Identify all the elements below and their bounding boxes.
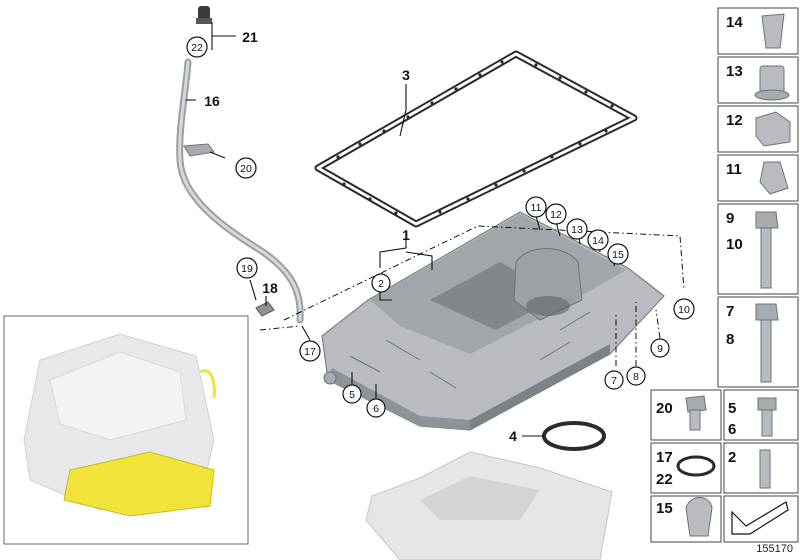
tube-clip xyxy=(255,301,275,317)
svg-text:2: 2 xyxy=(378,278,384,290)
svg-text:8: 8 xyxy=(633,371,639,383)
svg-text:22: 22 xyxy=(191,42,203,54)
callout-2: 2 xyxy=(371,273,391,293)
svg-text:17: 17 xyxy=(304,346,316,358)
svg-text:5: 5 xyxy=(349,389,355,401)
callout-9: 9 xyxy=(650,338,670,358)
callout-14: 14 xyxy=(587,229,609,251)
callout-5: 5 xyxy=(342,384,362,404)
svg-text:7: 7 xyxy=(726,303,734,320)
svg-text:20: 20 xyxy=(240,163,252,175)
callout-16: 16 xyxy=(204,93,220,109)
svg-text:2: 2 xyxy=(728,449,736,466)
legend-panel-14: 14 xyxy=(717,7,799,55)
callout-15: 15 xyxy=(607,243,629,265)
callout-8: 8 xyxy=(626,366,646,386)
svg-text:12: 12 xyxy=(726,112,743,129)
callout-3: 3 xyxy=(402,67,410,83)
svg-text:10: 10 xyxy=(678,304,690,316)
legend-panel-15: 15 xyxy=(650,495,722,543)
svg-text:15: 15 xyxy=(656,500,673,517)
callout-17: 17 xyxy=(299,340,321,362)
legend-panel-7-8: 7 8 xyxy=(717,296,799,388)
svg-text:14: 14 xyxy=(726,14,743,31)
legend-panel-12: 12 xyxy=(717,105,799,153)
callout-12: 12 xyxy=(545,203,567,225)
callout-4: 4 xyxy=(509,428,517,444)
legend-panel-2: 2 xyxy=(723,442,799,494)
svg-text:19: 19 xyxy=(241,263,253,275)
svg-text:13: 13 xyxy=(726,63,743,80)
svg-text:16: 16 xyxy=(204,93,220,109)
svg-text:11: 11 xyxy=(726,161,742,178)
svg-text:13: 13 xyxy=(571,224,583,236)
legend-panel-17-22: 17 22 xyxy=(650,442,722,494)
o-ring xyxy=(542,421,606,451)
svg-text:11: 11 xyxy=(531,202,542,214)
svg-text:5: 5 xyxy=(728,400,736,417)
callout-21: 21 xyxy=(242,29,258,45)
callout-22: 22 xyxy=(186,36,208,58)
svg-text:18: 18 xyxy=(262,280,278,296)
svg-text:9: 9 xyxy=(657,343,663,355)
svg-text:7: 7 xyxy=(611,375,617,387)
dipstick-handle xyxy=(196,6,212,24)
image-id: 155170 xyxy=(756,543,793,555)
svg-text:20: 20 xyxy=(656,400,673,417)
tube-bracket xyxy=(183,143,215,157)
svg-text:1: 1 xyxy=(402,227,410,243)
legend-panel-9-10: 9 10 xyxy=(717,203,799,295)
callout-20: 20 xyxy=(235,157,257,179)
callout-10: 10 xyxy=(673,298,695,320)
svg-text:6: 6 xyxy=(728,421,736,438)
svg-text:6: 6 xyxy=(373,403,379,415)
arrow-icon xyxy=(731,501,789,535)
dipstick-guide-tube xyxy=(176,58,304,324)
svg-text:14: 14 xyxy=(592,235,604,247)
callout-18: 18 xyxy=(262,280,278,296)
svg-text:3: 3 xyxy=(402,67,410,83)
svg-text:17: 17 xyxy=(656,449,673,466)
callout-7: 7 xyxy=(604,370,624,390)
svg-text:4: 4 xyxy=(509,428,517,444)
engine-inset xyxy=(3,315,249,545)
callout-11: 11 xyxy=(525,196,547,218)
lower-cover xyxy=(365,451,613,560)
callout-19: 19 xyxy=(236,257,258,279)
callout-13: 13 xyxy=(566,218,588,240)
legend-panel-5-6: 5 6 xyxy=(723,389,799,441)
oil-pan-gasket xyxy=(314,50,638,228)
legend-panel-13: 13 xyxy=(717,56,799,104)
legend-panel-20: 20 xyxy=(650,389,722,441)
svg-text:8: 8 xyxy=(726,331,734,348)
legend-panel-11: 11 xyxy=(717,154,799,202)
svg-text:10: 10 xyxy=(726,236,743,253)
callout-1: 1 xyxy=(402,227,410,243)
callout-6: 6 xyxy=(366,398,386,418)
svg-text:15: 15 xyxy=(612,249,624,261)
svg-text:21: 21 xyxy=(242,29,258,45)
legend-panel-arrow xyxy=(723,495,799,543)
svg-text:9: 9 xyxy=(726,210,734,227)
svg-text:22: 22 xyxy=(656,471,673,488)
svg-text:12: 12 xyxy=(550,209,562,221)
oil-pan xyxy=(321,211,665,431)
